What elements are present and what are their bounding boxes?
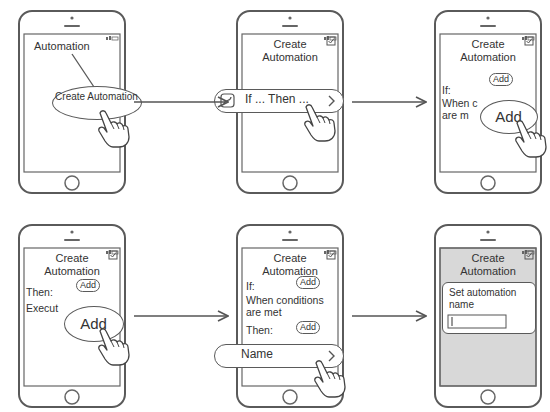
confirm-icon	[525, 251, 533, 259]
confirm-icon	[109, 251, 117, 259]
menu-label: If ... Then ...	[245, 93, 325, 107]
flow-arrow	[352, 101, 426, 103]
menu-row: If ... Then ...	[214, 89, 344, 113]
menu-row: Name	[214, 344, 344, 368]
action-text: Execut	[26, 302, 70, 314]
screen-title: Create Automation	[246, 38, 334, 63]
phone-screen: Create AutomationThen:ExecutAddAdd	[18, 224, 126, 408]
rule-icon	[224, 97, 231, 104]
rule-icon	[221, 94, 234, 107]
tap-hand	[315, 361, 345, 397]
section-label: Then:	[246, 324, 286, 336]
callout-label: Add	[65, 315, 122, 332]
button-label: Add	[297, 277, 319, 287]
tap-hand	[99, 111, 129, 147]
leader-line	[72, 54, 94, 87]
phone-screen: Create AutomationSet automation name	[434, 224, 542, 408]
condition-text: When c are m	[442, 97, 482, 121]
name-input	[448, 315, 506, 328]
screen-title: Automation	[34, 40, 104, 53]
flow-arrow	[134, 315, 228, 317]
add-button: Add	[296, 321, 320, 334]
callout-label: Create Automation	[53, 91, 140, 103]
section-label: If:	[442, 84, 472, 96]
text-cursor	[452, 317, 453, 326]
callout-label: Add	[481, 108, 536, 125]
tap-callout: Add	[480, 100, 538, 134]
screen-title: Create Automation	[246, 252, 334, 277]
phone-frame	[242, 230, 338, 404]
screen-title: Create Automation	[28, 252, 116, 277]
tap-callout: Add	[64, 306, 124, 342]
add-button: Add	[296, 276, 320, 289]
tap-hand	[99, 329, 129, 365]
add-button: Add	[76, 279, 100, 292]
chevron	[329, 351, 334, 361]
button-label: Add	[297, 322, 319, 332]
screen-title: Create Automation	[444, 252, 532, 277]
name-dialog: Set automation name	[442, 282, 536, 334]
flow-arrow	[134, 101, 228, 103]
phone-screen: Create AutomationIf: When conditions are …	[236, 224, 344, 408]
phone-screen: AutomationCreate Automation	[18, 10, 126, 194]
button-label: Add	[77, 280, 99, 290]
tap-hand	[305, 105, 335, 141]
add-button: Add	[489, 73, 513, 86]
button-label: Add	[490, 74, 512, 84]
chevron	[329, 96, 334, 106]
screen-title: Create Automation	[444, 38, 532, 63]
phone-screen: Create Automation If ... Then ...	[236, 10, 344, 194]
phone-frame	[440, 230, 536, 404]
confirm-icon	[525, 37, 533, 45]
condition-text: When conditions are met	[246, 294, 334, 318]
flow-arrow	[352, 315, 426, 317]
confirm-icon	[327, 37, 335, 45]
section-label: Then:	[26, 286, 66, 298]
phone-screen: Create AutomationIf:When c are mAddAdd	[434, 10, 542, 194]
menu-label: Name	[241, 348, 301, 362]
tap-hand	[516, 121, 546, 157]
tap-callout: Create Automation	[52, 86, 142, 120]
section-label: If:	[246, 280, 276, 292]
confirm-icon	[327, 251, 335, 259]
dialog-title: Set automation name	[449, 287, 531, 310]
dimmed-screen	[440, 248, 536, 386]
